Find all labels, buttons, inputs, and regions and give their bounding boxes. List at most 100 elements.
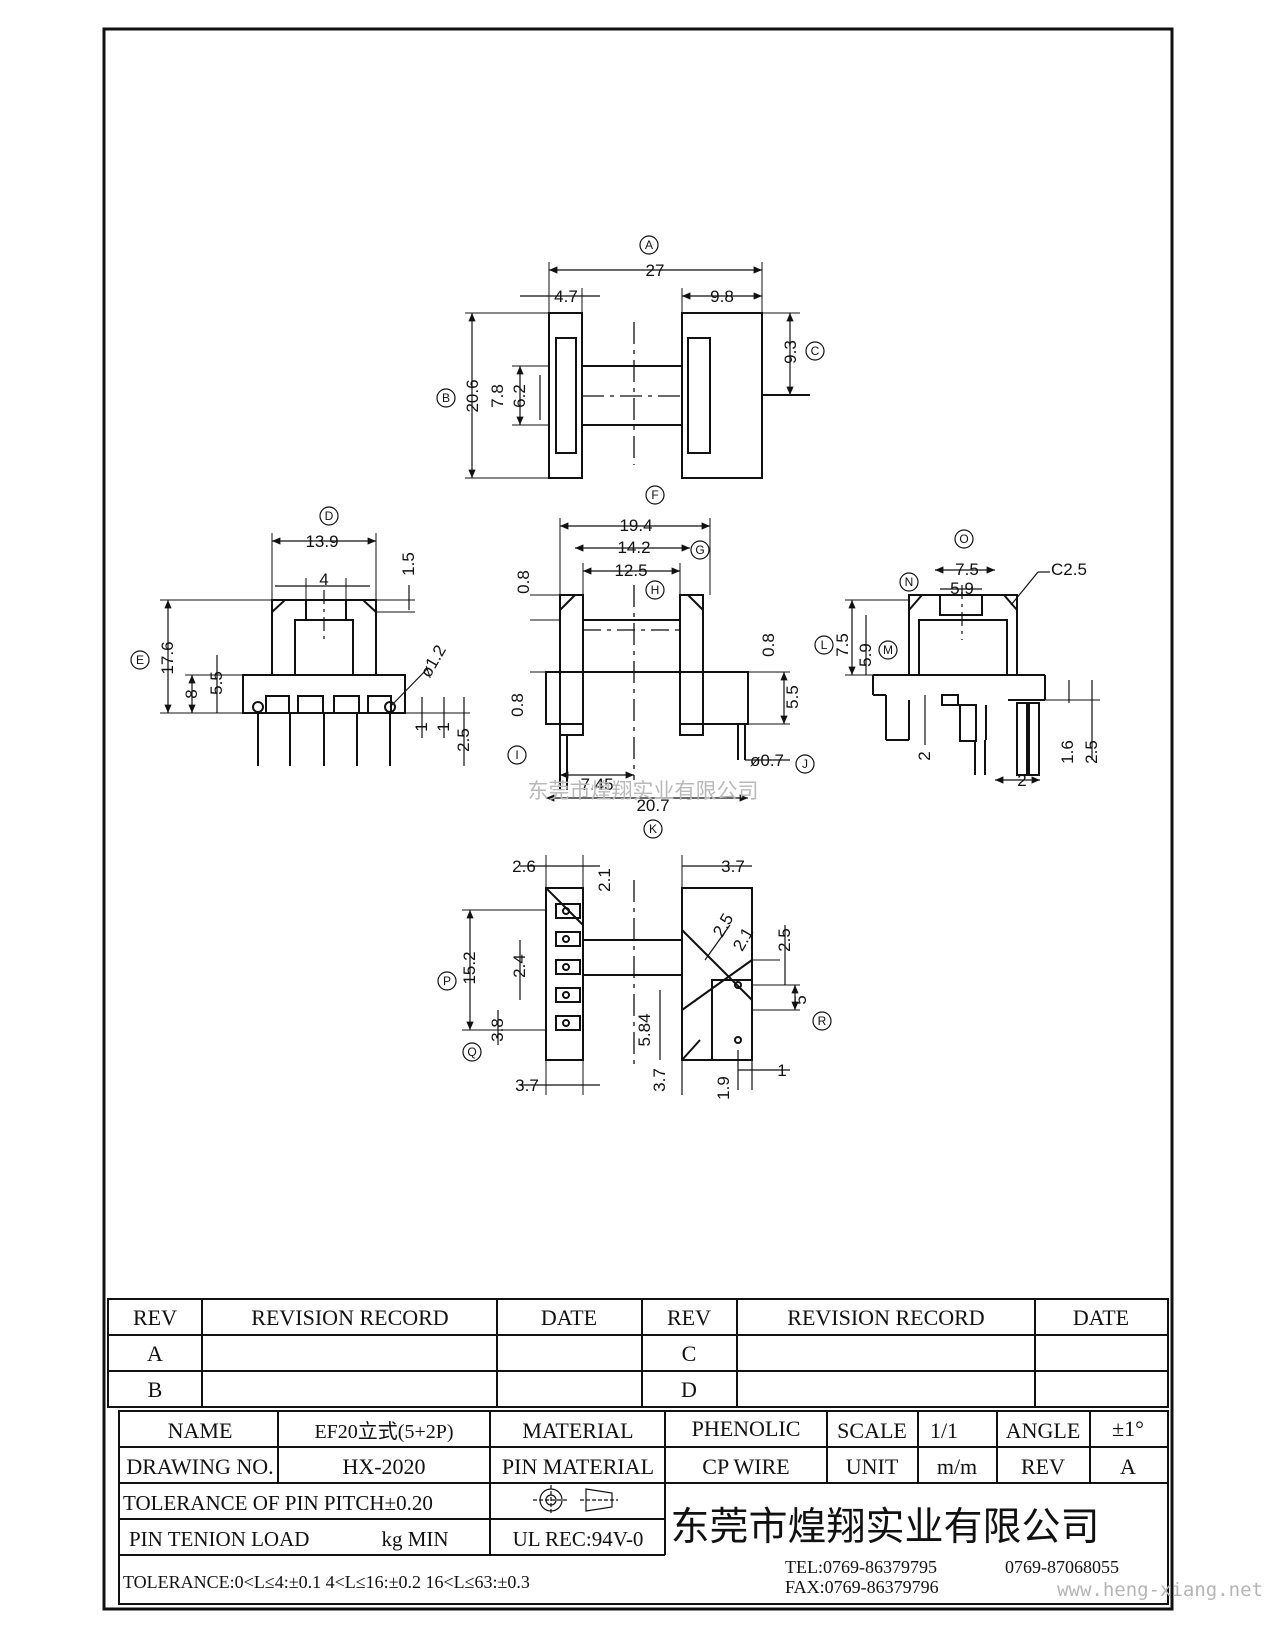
dim-2-5-a: 2.5	[709, 910, 737, 940]
dim-3-8: 3.8	[488, 1018, 507, 1042]
dim-4-7: 4.7	[554, 287, 578, 306]
label-r: R	[818, 1014, 827, 1028]
company-tel-2: 0769-87068055	[1005, 1557, 1119, 1577]
dim-3-7-top: 3.7	[721, 857, 745, 876]
dim-5-9-top: 5.9	[950, 579, 974, 598]
view-d	[160, 533, 470, 766]
label-n: N	[905, 575, 914, 589]
rev-row-c: C	[682, 1341, 697, 1366]
dim-0-8-right: 0.8	[759, 633, 778, 657]
date-header-2: DATE	[1073, 1305, 1129, 1330]
dim-1-6: 1.6	[1058, 740, 1077, 764]
date-header-1: DATE	[541, 1305, 597, 1330]
label-c: C	[811, 344, 820, 358]
label-a: A	[645, 238, 653, 252]
dim-9-3: 9.3	[781, 340, 800, 364]
dim-2-4: 2.4	[510, 954, 529, 978]
dim-20-6: 20.6	[463, 379, 482, 412]
label-e: E	[136, 653, 144, 667]
unit-value: m/m	[937, 1454, 977, 1479]
label-h: H	[651, 583, 660, 597]
dim-5: 5	[791, 995, 810, 1004]
view-d-labels: D E 13.9 4 1.5 17.6 8 5.5 ø1.2 1 1 2.5	[130, 506, 473, 752]
rev-label: REV	[1021, 1454, 1065, 1479]
dim-6-2: 6.2	[510, 384, 529, 408]
dim-1-5: 1.5	[399, 552, 418, 576]
rev-header-1: REV	[133, 1305, 177, 1330]
angle-label: ANGLE	[1006, 1418, 1081, 1443]
dim-15-2: 15.2	[460, 951, 479, 984]
dim-1-a: 1	[412, 722, 431, 731]
watermark-center: 东莞市煌翔实业有限公司	[528, 779, 759, 803]
label-k: K	[649, 822, 657, 836]
dim-1-9: 1.9	[714, 1076, 733, 1100]
title-block	[118, 1410, 1169, 1605]
label-o: O	[959, 532, 968, 546]
dim-2-foot: 2	[915, 751, 934, 760]
company-fax: FAX:0769-86379796	[785, 1577, 939, 1597]
label-d: D	[325, 509, 334, 523]
dim-0-8-top: 0.8	[514, 570, 533, 594]
scale-value: 1/1	[930, 1418, 958, 1443]
unit-label: UNIT	[846, 1454, 899, 1479]
rev-row-b: B	[148, 1377, 163, 1402]
angle-value: ±1°	[1112, 1416, 1144, 1441]
tolerance-pin-pitch: TOLERANCE OF PIN PITCH±0.20	[123, 1491, 433, 1515]
drawing-no-value: HX-2020	[342, 1454, 425, 1479]
ul-rec: UL REC:94V-0	[513, 1527, 644, 1551]
dim-2-6: 2.6	[512, 857, 536, 876]
view-o-labels: O 7.5 5.9 C2.5 N L M 7.5 5.9 2 1.6 2.5 2	[814, 529, 1101, 790]
dim-7-8: 7.8	[488, 384, 507, 408]
name-label: NAME	[168, 1418, 233, 1443]
dim-5-5: 5.5	[207, 671, 226, 695]
dim-20-7: 20.7	[636, 796, 669, 815]
pin-material-value: CP WIRE	[702, 1454, 789, 1479]
label-l: L	[821, 638, 828, 652]
view-p	[462, 855, 800, 1095]
dim-27: 27	[646, 261, 665, 280]
dim-1-b: 1	[434, 722, 453, 731]
dim-19-4: 19.4	[619, 516, 652, 535]
label-i: I	[515, 748, 518, 762]
dim-5-84: 5.84	[635, 1013, 654, 1046]
pin-material-label: PIN MATERIAL	[502, 1454, 654, 1479]
revision-record-header-1: REVISION RECORD	[251, 1305, 448, 1330]
dim-17-6: 17.6	[158, 641, 177, 674]
dim-pin: ø0.7	[750, 751, 784, 770]
label-j: J	[802, 757, 808, 771]
dim-9-8: 9.8	[710, 287, 734, 306]
dim-12-5: 12.5	[614, 561, 647, 580]
dim-2-pin: 2	[1017, 771, 1026, 790]
view-f	[530, 518, 790, 802]
company-tel: TEL:0769-86379795	[785, 1557, 937, 1577]
dim-7-5-top: 7.5	[955, 560, 979, 579]
rev-value: A	[1120, 1454, 1136, 1479]
sheet-border	[102, 27, 1174, 1611]
dim-2-5-right: 2.5	[1082, 740, 1101, 764]
view-a	[465, 262, 810, 479]
dim-8: 8	[182, 689, 201, 698]
drawing-no-label: DRAWING NO.	[126, 1454, 273, 1479]
material-value: PHENOLIC	[692, 1416, 801, 1441]
watermark-url: www.heng-xiang.net	[1057, 1579, 1263, 1601]
dim-1-right: 1	[777, 1061, 786, 1080]
title-block-text: NAME EF20立式(5+2P) MATERIAL PHENOLIC SCAL…	[123, 1416, 1263, 1601]
dim-3-7-mid: 3.7	[650, 1068, 669, 1092]
dim-c2-5: C2.5	[1051, 560, 1087, 579]
dim-3-7-bottom: 3.7	[515, 1076, 539, 1095]
revision-table	[107, 1298, 1169, 1408]
dim-14-2: 14.2	[617, 538, 650, 557]
label-f: F	[651, 488, 658, 502]
pin-tension-value: kg MIN	[381, 1527, 448, 1551]
dim-pin-dia: ø1.2	[417, 642, 450, 681]
label-m: M	[883, 643, 893, 657]
view-f-labels: F 19.4 14.2 12.5 G H 0.8 0.8 0.8 5.5 I ø…	[507, 485, 815, 839]
scale-label: SCALE	[837, 1418, 907, 1443]
tolerance-general: TOLERANCE:0<L≤4:±0.1 4<L≤16:±0.2 16<L≤63…	[123, 1572, 530, 1592]
dim-13-9: 13.9	[305, 532, 338, 551]
pin-tension-label: PIN TENION LOAD	[129, 1527, 309, 1551]
dim-2-5-b: 2.5	[775, 928, 794, 952]
view-o	[845, 566, 1100, 784]
dim-4: 4	[319, 570, 328, 589]
label-g: G	[695, 543, 704, 557]
